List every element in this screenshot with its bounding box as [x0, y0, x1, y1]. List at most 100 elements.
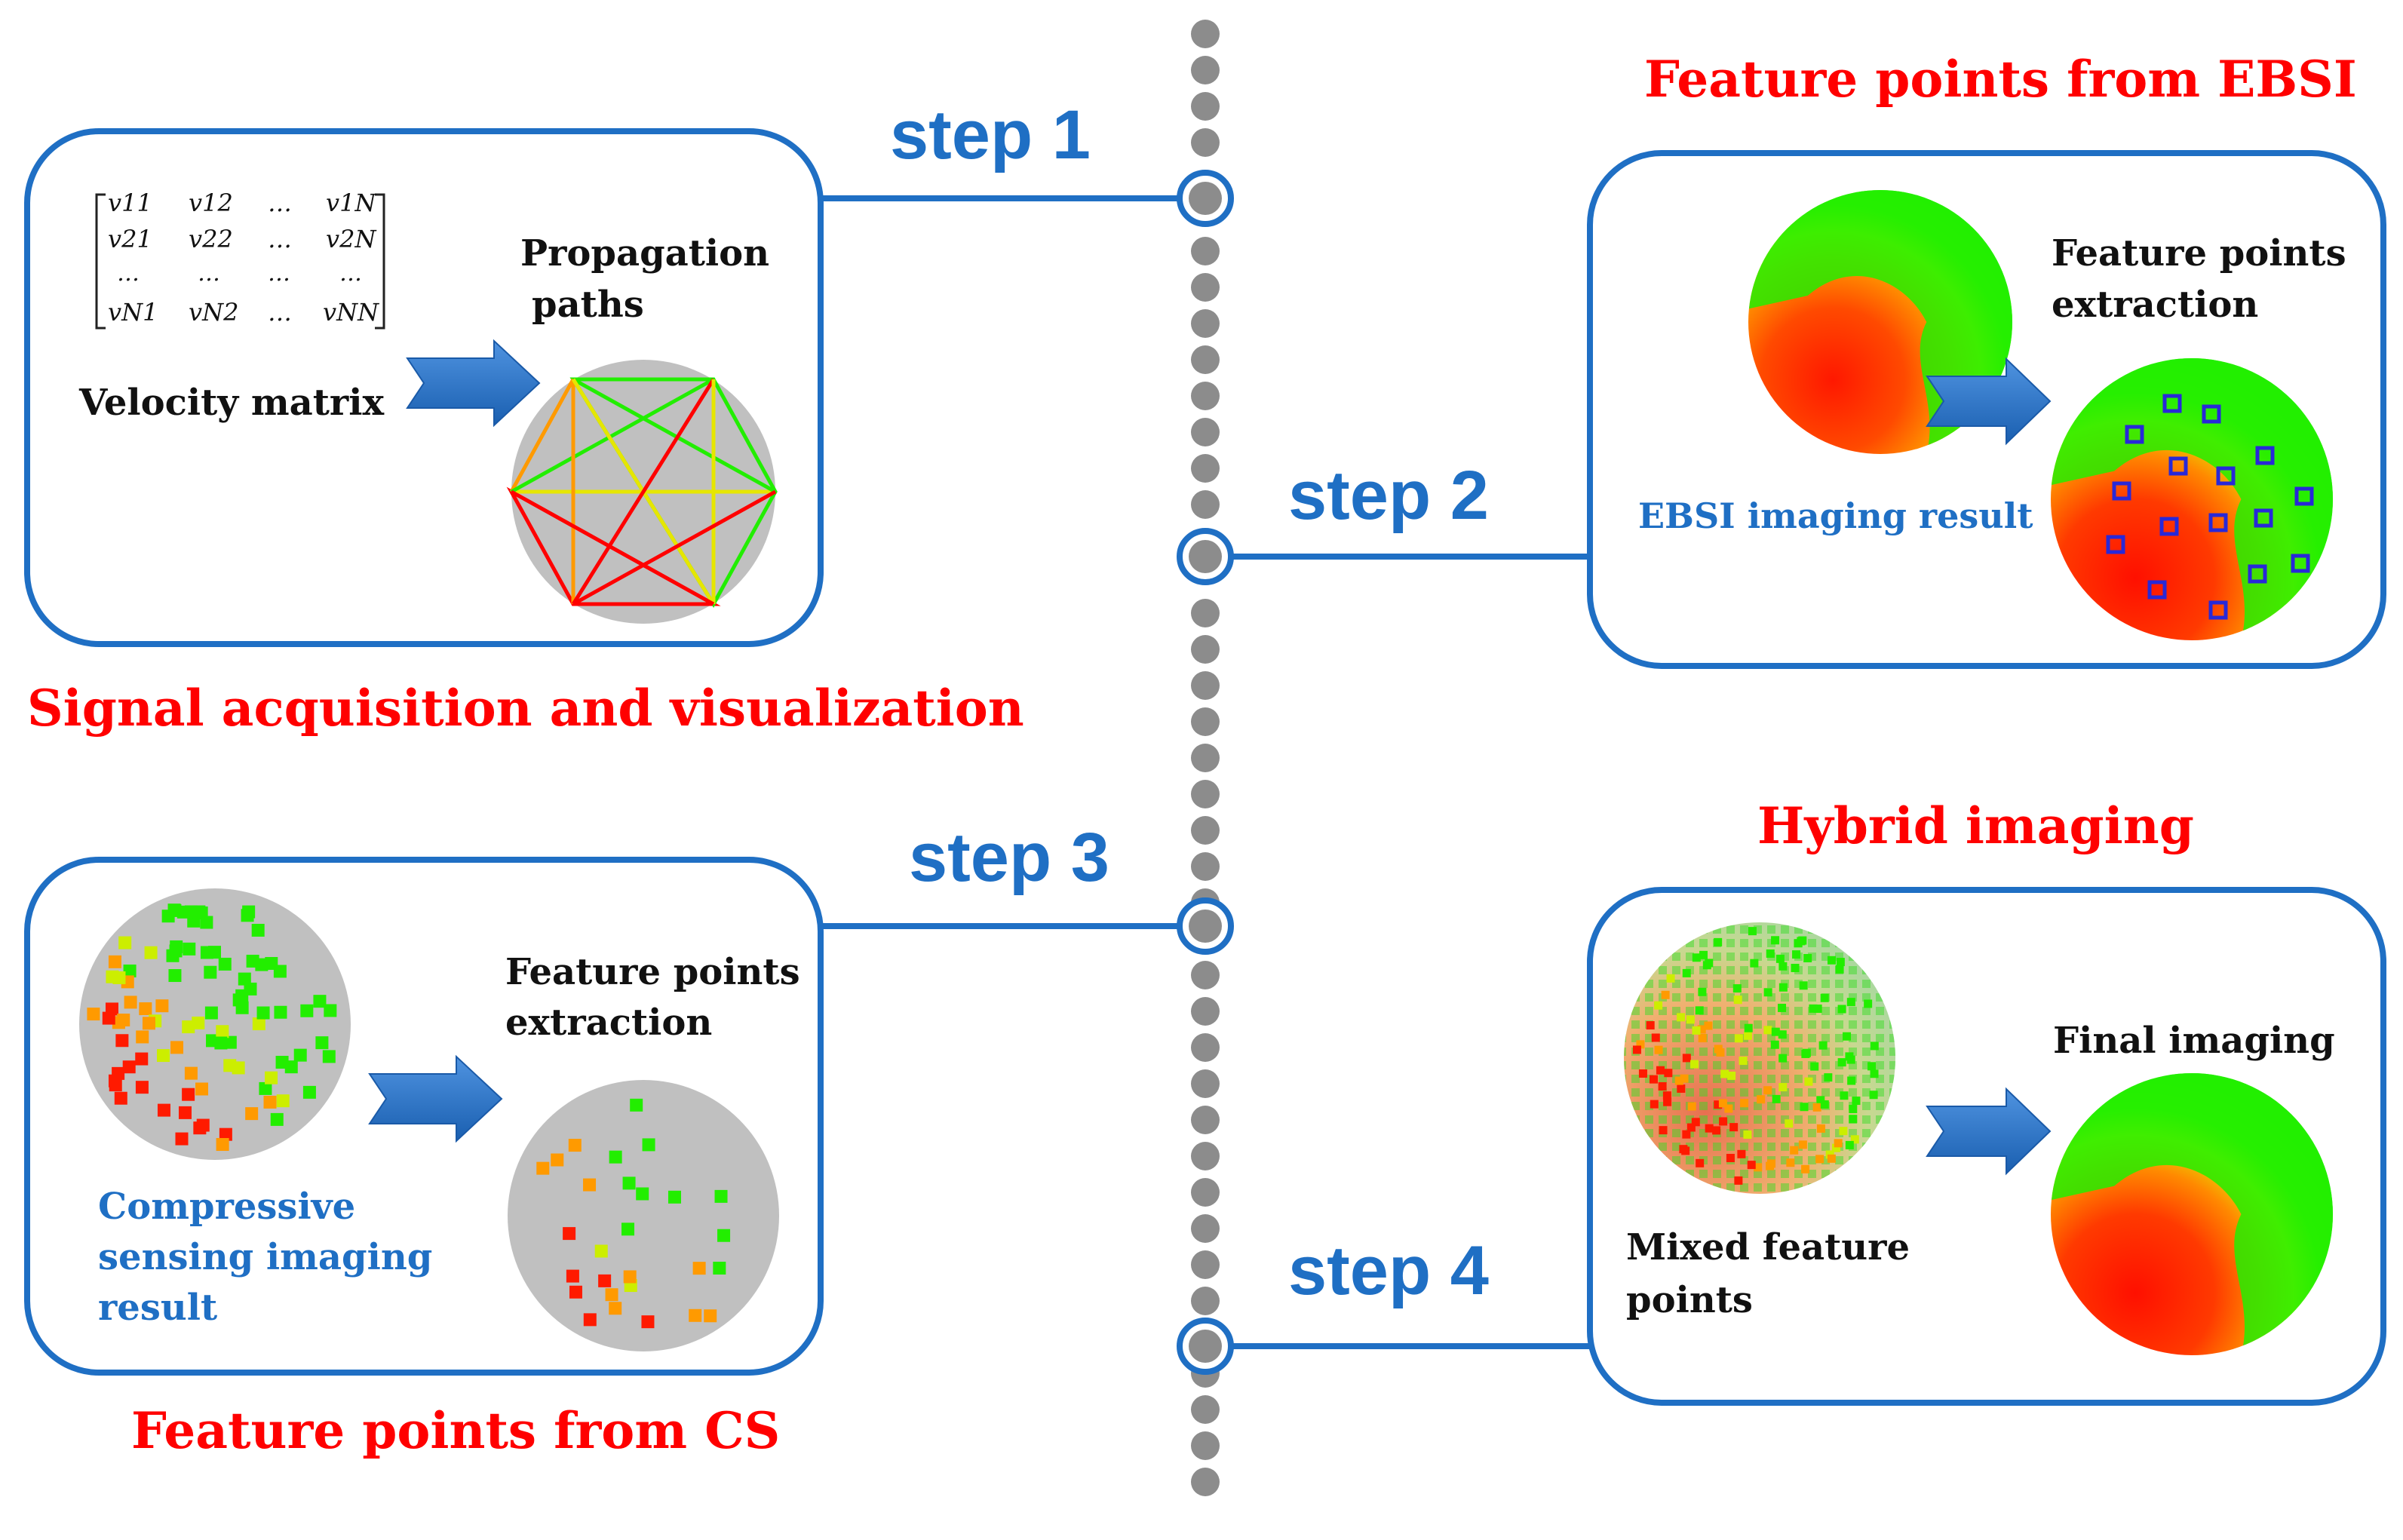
feature-point: [566, 1269, 579, 1283]
timeline-dot: [1191, 490, 1220, 519]
feature-point: [1720, 1069, 1729, 1078]
feature-point: [623, 1270, 637, 1284]
cs-result-label-2: sensing imaging: [98, 1236, 432, 1278]
feature-point: [717, 1229, 731, 1242]
feature-point: [170, 1041, 184, 1054]
feature-point: [1771, 936, 1780, 945]
feature-point: [1656, 1066, 1665, 1075]
feature-point: [1791, 963, 1800, 972]
feature-marker: [2254, 508, 2273, 528]
mixed-feature-points: [1632, 927, 1879, 1185]
matrix-cell: v22: [189, 225, 233, 253]
feature-point: [302, 1085, 316, 1099]
feature-point: [270, 1112, 284, 1126]
feature-point: [609, 1302, 622, 1315]
feature-point: [200, 916, 213, 929]
feature-point: [1864, 999, 1873, 1008]
timeline-dot: [1191, 454, 1220, 483]
feature-point: [1778, 983, 1788, 992]
feature-point: [1654, 1045, 1663, 1054]
timeline-node-step2: [1177, 528, 1234, 585]
feature-point: [244, 982, 257, 995]
feature-point: [1763, 1026, 1772, 1035]
path-edge: [571, 378, 716, 606]
feature-point: [1772, 1094, 1781, 1103]
feature-point: [1820, 1100, 1829, 1109]
feature-point: [157, 1049, 170, 1063]
feature-point: [1646, 1021, 1655, 1030]
feature-point: [108, 955, 121, 968]
feature-point: [204, 1006, 218, 1020]
feature-point: [1737, 1149, 1746, 1158]
cs-extracted-points: [536, 1098, 731, 1329]
final-imaging-disc: [2051, 1073, 2333, 1355]
feature-point: [1766, 1161, 1775, 1170]
feature-marker: [2106, 535, 2125, 554]
feature-marker: [2208, 600, 2228, 620]
feature-point: [1835, 965, 1844, 974]
feature-point: [241, 909, 254, 922]
feature-point: [1727, 1071, 1736, 1080]
feature-point: [704, 1309, 717, 1323]
feature-point: [1677, 1084, 1686, 1093]
feature-point: [1649, 1075, 1658, 1084]
timeline-dot: [1191, 744, 1220, 772]
matrix-cell: v21: [108, 225, 152, 253]
feature-point: [124, 995, 137, 1009]
feature-point: [621, 1222, 635, 1236]
timeline-dot: [1191, 997, 1220, 1026]
feature-point: [1743, 1130, 1752, 1139]
propagation-paths-label-1: Propagation: [520, 232, 769, 275]
feature-point: [609, 1150, 622, 1164]
path-edge: [509, 378, 575, 493]
feature-point: [1792, 950, 1801, 959]
feature-point: [1697, 1025, 1706, 1034]
feature-point: [1686, 1123, 1696, 1132]
timeline-dot: [1191, 852, 1220, 881]
feature-point: [1680, 1074, 1689, 1083]
feature-point: [1748, 927, 1757, 936]
timeline-dot: [1191, 1395, 1220, 1424]
feature-point: [1766, 949, 1775, 958]
feature-point: [1719, 1117, 1728, 1126]
feature-point: [252, 1017, 265, 1031]
feature-point: [1778, 1030, 1787, 1039]
timeline-dot: [1191, 418, 1220, 446]
feature-point: [112, 971, 126, 984]
heatmap-green-region: [2051, 1073, 2333, 1355]
matrix-cell: vN1: [108, 298, 158, 327]
feature-point: [692, 1262, 706, 1275]
timeline-dot: [1191, 20, 1220, 48]
feature-point: [594, 1244, 608, 1258]
feature-point: [689, 1308, 702, 1322]
timeline-dot: [1191, 1142, 1220, 1170]
feature-point: [118, 936, 132, 949]
feature-point: [1867, 1062, 1877, 1071]
feature-marker: [2202, 404, 2221, 424]
feature-point: [1800, 1103, 1809, 1112]
path-edge: [572, 377, 777, 494]
matrix-bracket-right: [375, 193, 385, 330]
feature-point: [1799, 981, 1808, 990]
final-imaging-label: Final imaging: [2053, 1020, 2335, 1062]
feature-point: [1636, 1040, 1645, 1049]
feature-point: [1785, 1119, 1794, 1128]
matrix-bracket-left: [95, 193, 106, 330]
feature-point: [1837, 1005, 1846, 1014]
feature-point: [324, 1004, 337, 1017]
feature-point: [123, 964, 137, 977]
matrix-cell: …: [117, 260, 140, 287]
feature-point: [1870, 1041, 1879, 1051]
cs-sparse-points: [87, 903, 337, 1152]
feature-point: [1846, 1055, 1855, 1064]
feature-point: [293, 1048, 307, 1062]
feature-point: [1674, 1076, 1683, 1085]
feature-point: [1845, 1140, 1854, 1149]
feature-point: [1820, 993, 1829, 1002]
timeline-dot: [1191, 1033, 1220, 1062]
feature-point: [636, 1187, 649, 1201]
feature-point: [1698, 987, 1707, 996]
feature-point: [263, 1095, 277, 1109]
feature-point: [1790, 1146, 1799, 1155]
feature-point: [1778, 1083, 1788, 1092]
